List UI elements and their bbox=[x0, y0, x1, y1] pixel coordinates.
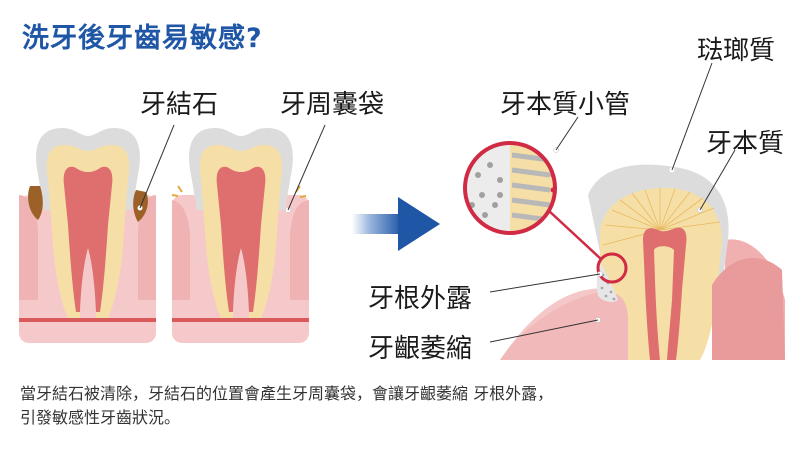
label-dentin: 牙本質 bbox=[706, 129, 785, 159]
label-tubules: 牙本質小管 bbox=[500, 90, 631, 120]
root-leader bbox=[489, 273, 601, 293]
caption: 當牙結石被清除，牙結石的位置會產生牙周囊袋，會讓牙齦萎縮 牙根外露， 引發敏感性… bbox=[20, 382, 553, 430]
gum-right bbox=[138, 195, 156, 300]
circle-dots bbox=[469, 162, 503, 218]
tubules-leader bbox=[555, 116, 579, 151]
pocket-sparkle-left bbox=[171, 185, 183, 197]
pulp bbox=[63, 166, 113, 312]
label-enamel: 琺瑯質 bbox=[697, 36, 776, 66]
cross-section bbox=[489, 62, 785, 360]
large-root-canal bbox=[654, 246, 674, 360]
label-pocket: 牙周囊袋 bbox=[280, 90, 385, 120]
label-tartar: 牙結石 bbox=[140, 90, 219, 120]
gum-left bbox=[19, 195, 38, 300]
pulp-2 bbox=[216, 166, 266, 312]
tubule-fan bbox=[602, 188, 721, 246]
bone-line bbox=[19, 318, 156, 322]
caption-line-1: 當牙結石被清除，牙結石的位置會產生牙周囊袋，會讓牙齦萎縮 牙根外露， bbox=[20, 384, 554, 403]
zoom-source-circle bbox=[596, 252, 628, 284]
gum-front-right bbox=[712, 258, 785, 360]
label-gum-recession: 牙齦萎縮 bbox=[368, 334, 473, 364]
label-root-exposed: 牙根外露 bbox=[368, 284, 473, 314]
gum-left-2 bbox=[172, 200, 190, 300]
tartar-left bbox=[28, 186, 43, 220]
gum-leader bbox=[489, 319, 599, 343]
pocket-leader-line bbox=[287, 124, 326, 211]
dentin-leader bbox=[699, 149, 736, 211]
bone-line-2 bbox=[172, 318, 309, 322]
transition-arrow bbox=[352, 197, 440, 251]
caption-line-2: 引發敏感性牙齒狀況。 bbox=[20, 408, 181, 427]
zoom-connector bbox=[547, 209, 603, 261]
tartar-leader-line bbox=[139, 124, 175, 209]
enamel-leader bbox=[671, 62, 713, 171]
page-title: 洗牙後牙齒易敏感? bbox=[22, 23, 263, 54]
gum-right-2 bbox=[290, 200, 309, 300]
periodontal-pocket-panel bbox=[171, 124, 326, 343]
tooth-with-tartar-panel bbox=[19, 124, 175, 343]
receded-gum bbox=[500, 291, 628, 360]
